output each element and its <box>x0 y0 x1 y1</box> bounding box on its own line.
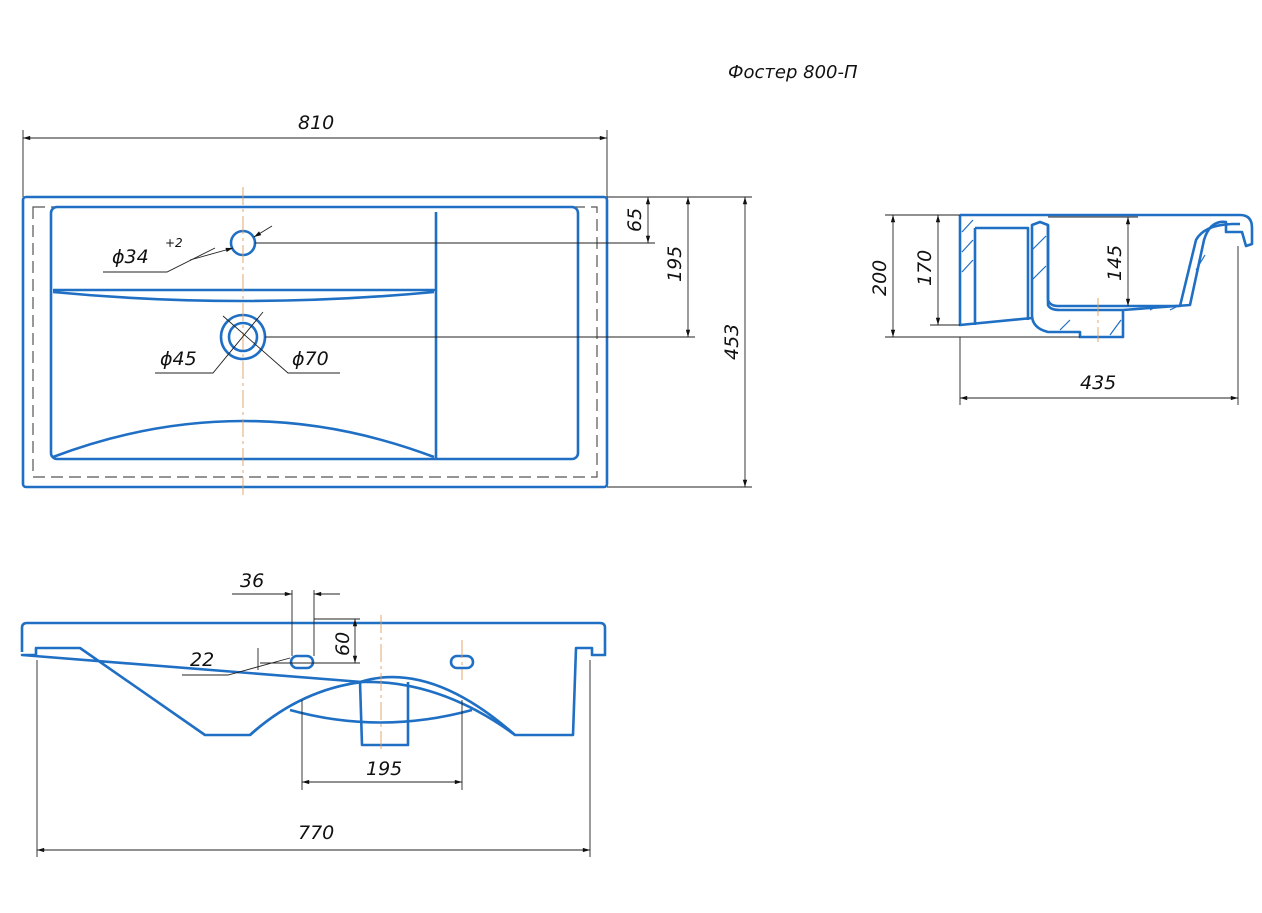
dim-bowl-depth: 145 <box>1104 245 1126 281</box>
dim-side-depth: 435 <box>1080 372 1116 394</box>
leader-arrow <box>253 225 273 238</box>
leader-line-drain-outer <box>222 315 340 374</box>
sink-outline <box>21 195 609 489</box>
deck-outline <box>49 205 580 461</box>
dim-height-inner: 170 <box>914 250 936 286</box>
mounting-slot-left <box>289 654 315 670</box>
dim-mount-spacing: 195 <box>366 758 402 780</box>
dim-slot-height: 60 <box>332 632 354 656</box>
dim-drain-inner: ϕ45 <box>160 348 197 370</box>
drain-body <box>358 681 410 747</box>
side-view: 200 170 145 435 <box>869 213 1254 405</box>
dim-depth: 453 <box>721 324 743 360</box>
section-front-wall <box>958 215 1033 327</box>
leader-arrow <box>189 247 234 261</box>
leader-line-tap-hole <box>103 247 216 273</box>
dim-slot-spacing: 36 <box>240 570 264 592</box>
front-view: 36 60 22 195 770 <box>20 570 607 857</box>
basin-front-edge <box>52 419 435 459</box>
drawing-title: Фостер 800-П <box>728 62 858 83</box>
front-profile <box>20 621 607 737</box>
dim-tap-offset: 65 <box>624 208 646 232</box>
tap-tolerance: +2 <box>165 236 183 250</box>
top-view: 810 65 195 453 ϕ34 +2 ϕ45 ϕ70 <box>21 112 752 495</box>
section-outline <box>960 213 1254 339</box>
dim-slot-width: 22 <box>190 649 214 671</box>
dim-tap-hole: ϕ34 <box>112 246 149 268</box>
basin-back-edge <box>52 288 436 303</box>
bowl-underside <box>249 680 516 737</box>
dim-drain-outer: ϕ70 <box>292 348 329 370</box>
section-bowl-inner <box>1046 222 1240 308</box>
dim-base-width: 770 <box>298 822 334 844</box>
drain-inner <box>227 321 259 353</box>
dim-height-total: 200 <box>869 260 891 296</box>
leader-line-slot-width <box>182 657 291 676</box>
dim-drain-offset: 195 <box>664 246 686 282</box>
dim-width: 810 <box>298 112 334 134</box>
leader-line-drain-inner <box>155 311 264 374</box>
section-hatching <box>961 219 1206 336</box>
bowl-lower-edge <box>289 708 473 724</box>
